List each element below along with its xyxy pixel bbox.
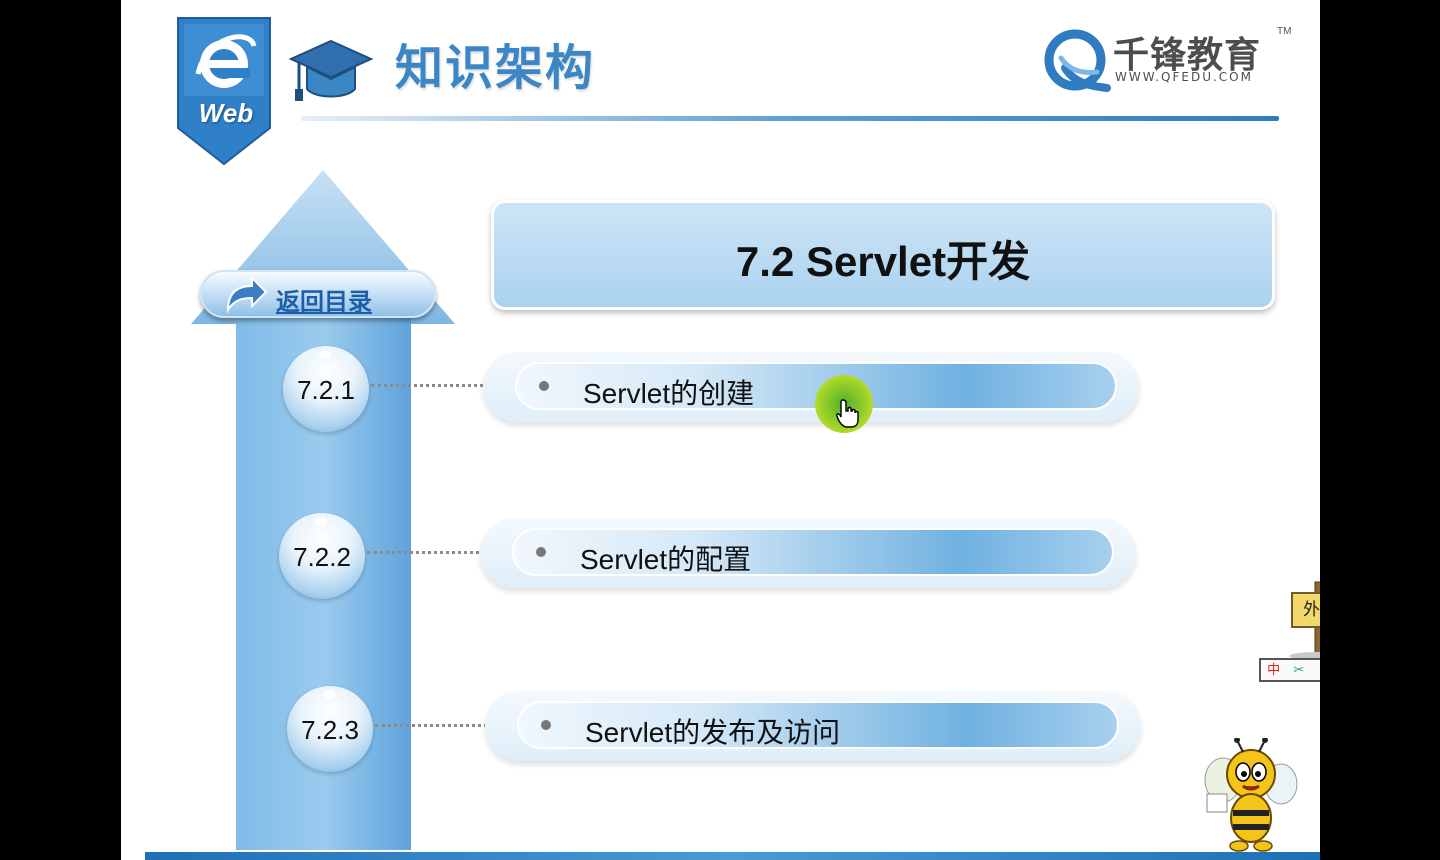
item-number: 7.2.2	[293, 542, 351, 572]
logo-url: WWW.QFEDU.COM	[1115, 70, 1253, 84]
bullet-dot	[539, 381, 549, 391]
bullet-dot	[541, 720, 551, 730]
item-label[interactable]: Servlet的创建	[583, 378, 755, 409]
slide: Web 知识架构 千锋教育 WWW.QFEDU.COM TM	[121, 0, 1320, 860]
logo-trademark: TM	[1277, 26, 1292, 37]
back-arrow-icon	[226, 276, 268, 314]
graduation-cap-icon	[288, 37, 374, 103]
item-number-bubble: 7.2.1	[283, 346, 369, 432]
qfedu-logo: 千锋教育 WWW.QFEDU.COM TM	[1041, 26, 1291, 96]
section-title: 7.2 Servlet开发	[735, 238, 1031, 285]
smiley-icon[interactable]: ☺	[1315, 662, 1320, 678]
bullet-dot	[536, 547, 546, 557]
list-item-servlet-create[interactable]: Servlet的创建	[483, 352, 1139, 422]
signpost-board[interactable]: 外出	[1291, 592, 1320, 628]
mouse-pointer-icon	[836, 399, 859, 428]
item-number-bubble: 7.2.3	[287, 686, 373, 772]
page-title: 知识架构	[395, 40, 596, 96]
signpost-toolbar[interactable]: 中 ✂ ☺ ✚ ▤	[1259, 658, 1320, 682]
bee-mascot-icon	[1201, 737, 1301, 854]
logo-name: 千锋教育	[1113, 35, 1262, 76]
item-label[interactable]: Servlet的配置	[580, 544, 752, 575]
scissors-icon[interactable]: ✂	[1293, 662, 1305, 677]
dotted-connector	[371, 384, 543, 387]
item-number: 7.2.1	[297, 375, 355, 405]
dotted-connector	[375, 724, 547, 727]
section-header: 7.2 Servlet开发	[491, 200, 1275, 310]
back-to-menu-label[interactable]: 返回目录	[276, 288, 372, 316]
item-label[interactable]: Servlet的发布及访问	[585, 717, 841, 748]
list-item-servlet-config[interactable]: Servlet的配置	[480, 518, 1136, 588]
bottom-band	[145, 852, 1320, 860]
header-divider	[301, 116, 1279, 121]
signpost-widget[interactable]: 外出 中 ✂ ☺ ✚ ▤	[1257, 580, 1320, 690]
dotted-connector	[367, 551, 539, 554]
web-badge-icon: Web	[176, 16, 272, 166]
item-number: 7.2.3	[301, 715, 359, 745]
badge-text: Web	[198, 98, 254, 128]
qfedu-logo-icon	[1044, 29, 1111, 92]
back-to-menu-button[interactable]: 返回目录	[200, 270, 436, 318]
list-item-servlet-publish[interactable]: Servlet的发布及访问	[485, 691, 1141, 761]
chinese-input-icon[interactable]: 中	[1267, 662, 1281, 677]
item-number-bubble: 7.2.2	[279, 513, 365, 599]
